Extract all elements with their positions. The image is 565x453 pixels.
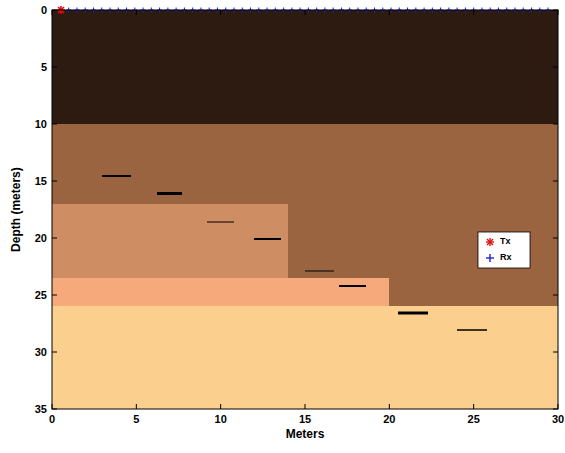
layer-3-left xyxy=(52,204,288,278)
legend-rx-marker xyxy=(486,254,494,262)
tick-label: 30 xyxy=(552,413,564,425)
layer-top xyxy=(52,10,558,124)
segment xyxy=(457,329,487,331)
segment xyxy=(102,175,131,177)
tick-label: 5 xyxy=(41,61,47,73)
tick-label: 15 xyxy=(35,175,47,187)
legend-box xyxy=(478,232,530,268)
legend-tx-marker xyxy=(486,238,494,246)
target-segments xyxy=(102,176,487,330)
tick-label: 35 xyxy=(35,403,47,415)
tick-label: 10 xyxy=(215,413,227,425)
tick-label: 25 xyxy=(35,289,47,301)
layer-4-left xyxy=(52,278,389,306)
legend-text: Tx xyxy=(500,237,511,247)
tick-label: 0 xyxy=(49,413,55,425)
tick-label: 15 xyxy=(299,413,311,425)
axis-title: Depth (meters) xyxy=(9,168,22,253)
tick-label: 20 xyxy=(383,413,395,425)
segment xyxy=(157,192,182,195)
tick-label: 30 xyxy=(35,346,47,358)
legend-text: Rx xyxy=(500,253,512,263)
segment xyxy=(305,271,334,272)
layer-bottom xyxy=(52,306,558,409)
tick-label: 25 xyxy=(468,413,480,425)
tick-label: 10 xyxy=(35,118,47,130)
tick-label: 0 xyxy=(41,4,47,16)
tick-label: 5 xyxy=(133,413,139,425)
segment xyxy=(339,285,366,287)
axis-title: Meters xyxy=(286,428,325,441)
segment xyxy=(398,312,428,315)
layer-4-right xyxy=(389,278,558,306)
segment xyxy=(254,238,281,240)
tick-label: 20 xyxy=(35,232,47,244)
layer-2 xyxy=(52,124,558,204)
axes-box xyxy=(52,10,558,409)
axis-ticks xyxy=(52,10,558,409)
segment xyxy=(207,222,234,223)
layer-3-right xyxy=(288,204,558,278)
